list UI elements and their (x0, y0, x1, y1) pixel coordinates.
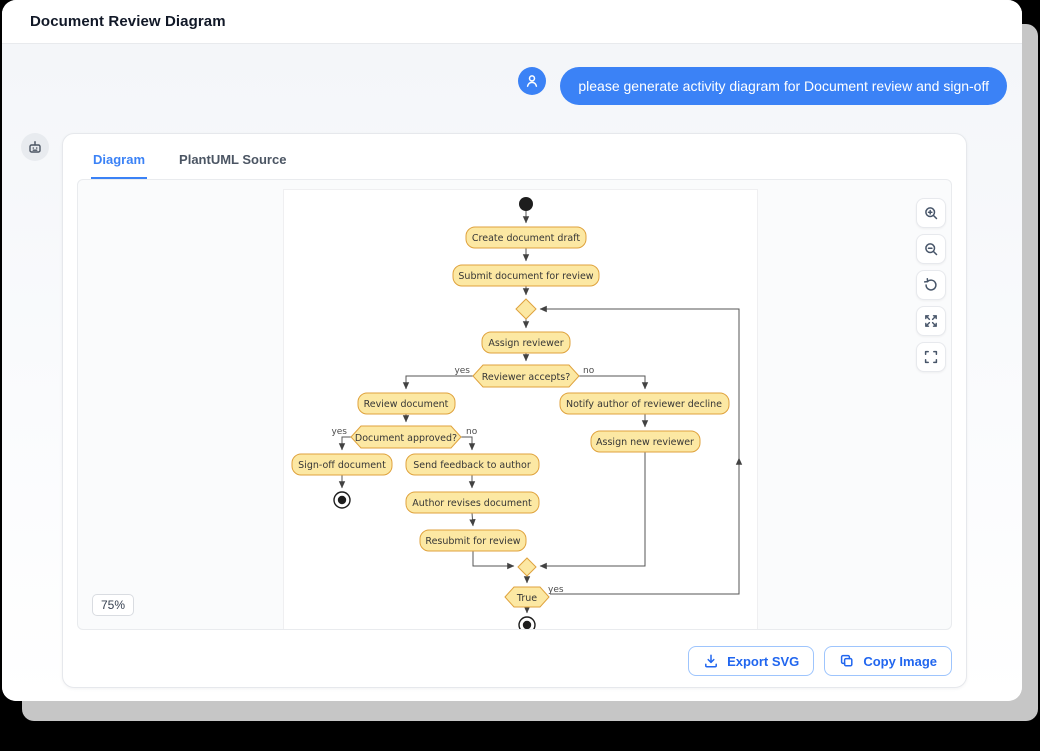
tab-bar: Diagram PlantUML Source (77, 147, 952, 179)
node-label: Assign new reviewer (596, 437, 694, 448)
edge-approved-no (461, 436, 476, 451)
edge-revise-resubmit (469, 512, 476, 527)
edge-loop-up (550, 457, 743, 595)
assistant-message-row: Diagram PlantUML Source (21, 133, 967, 688)
zoom-out-icon (925, 243, 938, 256)
edge-label-yes: yes (548, 585, 564, 595)
edge-loop-into-merge (539, 305, 740, 458)
app-window: Document Review Diagram please generate … (2, 0, 1022, 701)
decision-true (504, 586, 550, 608)
decision-document-approved (350, 425, 462, 449)
end-node-final-dot (522, 620, 532, 629)
zoom-toolbar (916, 198, 946, 372)
fullscreen-icon (924, 350, 938, 364)
user-message-bubble: please generate activity diagram for Doc… (560, 67, 1007, 105)
copy-image-label: Copy Image (863, 653, 937, 669)
node-notify-author (559, 392, 730, 415)
edge-approved-yes (338, 436, 351, 451)
merge-diamond-bottom (517, 557, 537, 577)
edge-label-yes: yes (331, 427, 347, 437)
node-label: Review document (364, 399, 449, 410)
export-svg-label: Export SVG (727, 653, 800, 669)
export-svg-button[interactable]: Export SVG (688, 646, 815, 676)
activity-diagram: Create document draft Submit document fo… (291, 197, 743, 629)
node-label: Create document draft (472, 233, 580, 244)
node-assign-reviewer (481, 331, 571, 354)
node-signoff-document (291, 453, 393, 476)
node-label: Sign-off document (298, 460, 386, 471)
node-assign-new-reviewer (590, 430, 701, 453)
node-label: Notify author of reviewer decline (566, 399, 722, 410)
node-author-revises (405, 491, 540, 514)
node-send-feedback (405, 453, 540, 476)
download-icon (705, 654, 718, 668)
reset-view-button[interactable] (916, 270, 946, 300)
node-create-document-draft (465, 226, 587, 249)
reset-icon (923, 277, 937, 291)
assistant-avatar (21, 133, 49, 161)
decision-label: True (516, 593, 537, 604)
diagram-viewport[interactable]: Create document draft Submit document fo… (77, 179, 952, 630)
edge-accepts-no (579, 375, 649, 390)
diagram-canvas[interactable]: Create document draft Submit document fo… (284, 190, 757, 629)
expand-button[interactable] (916, 306, 946, 336)
expand-icon (925, 315, 937, 327)
tab-plantuml-source[interactable]: PlantUML Source (179, 152, 287, 167)
user-message-row: please generate activity diagram for Doc… (518, 67, 1007, 105)
zoom-in-button[interactable] (916, 198, 946, 228)
node-label: Resubmit for review (425, 536, 520, 547)
edge-label-no: no (583, 366, 595, 376)
copy-image-button[interactable]: Copy Image (824, 646, 952, 676)
edge-resubmit-merge2 (472, 551, 515, 570)
user-avatar (518, 67, 547, 95)
edge-assignnew-merge2 (539, 452, 646, 570)
zoom-in-icon (925, 207, 938, 220)
panel-footer: Export SVG Copy Image (77, 646, 952, 676)
edge-label-yes: yes (454, 366, 470, 376)
node-label: Assign reviewer (488, 338, 563, 349)
node-label: Submit document for review (458, 271, 593, 282)
end-node-signoff-dot (337, 495, 347, 505)
chat-content: please generate activity diagram for Doc… (2, 44, 1022, 701)
tab-diagram[interactable]: Diagram (91, 147, 148, 179)
node-label: Send feedback to author (413, 460, 531, 471)
decision-label: Document approved? (355, 433, 457, 444)
node-label: Author revises document (412, 498, 532, 509)
zoom-out-button[interactable] (916, 234, 946, 264)
edge-accepts-yes (402, 375, 473, 390)
node-resubmit (419, 529, 527, 552)
robot-icon (29, 141, 41, 153)
user-icon (527, 75, 538, 87)
window-header: Document Review Diagram (2, 0, 1022, 44)
page-title: Document Review Diagram (30, 13, 226, 30)
zoom-level-badge: 75% (92, 594, 135, 616)
decision-reviewer-accepts (472, 364, 580, 388)
diagram-panel: Diagram PlantUML Source (62, 133, 967, 688)
edge-label-no: no (466, 427, 478, 437)
copy-icon (841, 654, 853, 667)
fullscreen-button[interactable] (916, 342, 946, 372)
node-submit-document (452, 264, 600, 287)
merge-diamond-top (515, 298, 537, 320)
decision-label: Reviewer accepts? (482, 372, 571, 383)
start-node (519, 197, 533, 211)
node-review-document (357, 392, 456, 415)
